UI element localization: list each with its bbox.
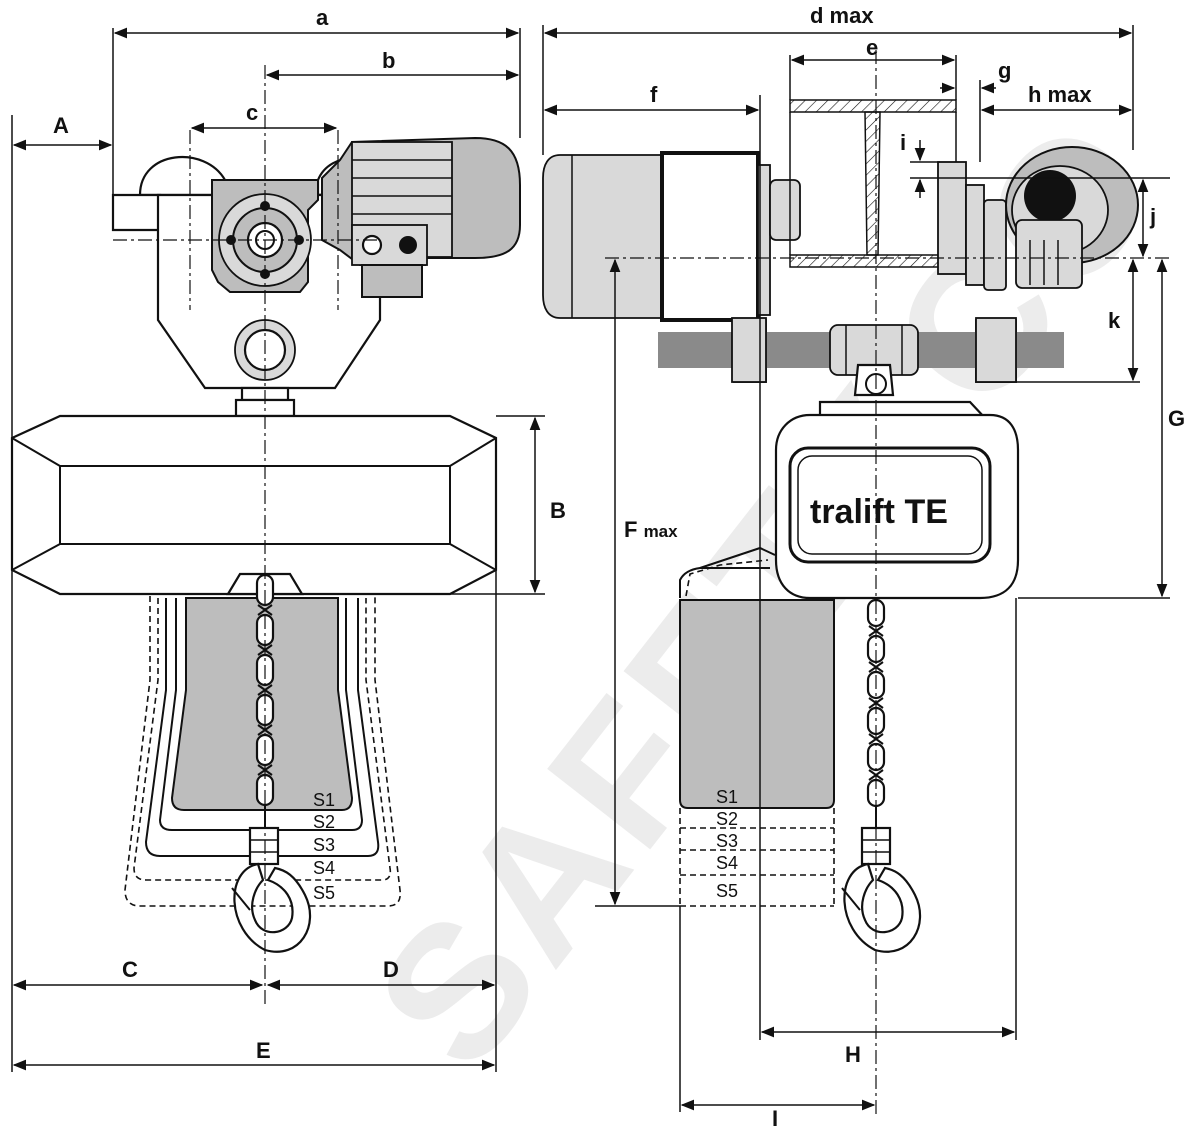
dim-k-label: k xyxy=(1108,308,1121,333)
side-label-s2: S2 xyxy=(716,809,738,829)
front-hook-block xyxy=(248,826,280,866)
side-gearbox-body xyxy=(1015,219,1083,289)
front-hook xyxy=(233,862,311,953)
dim-g-label: g xyxy=(998,58,1011,83)
side-wheel-left xyxy=(769,179,801,241)
front-label-s3: S3 xyxy=(313,835,335,855)
dim-d-label: d max xyxy=(810,3,874,28)
side-view: tralift TE S1 S2 S3 S4 S5 xyxy=(542,3,1185,1126)
dim-D-label: D xyxy=(383,957,399,982)
dim-B-label: B xyxy=(550,498,566,523)
front-hoist-housing xyxy=(10,414,498,596)
front-bag-s5-outline xyxy=(124,596,402,907)
ibeam-bottom-flange xyxy=(789,254,957,268)
side-label-s3: S3 xyxy=(716,831,738,851)
front-label-s1: S1 xyxy=(313,790,335,810)
dim-c-label: c xyxy=(246,100,258,125)
product-label: tralift TE xyxy=(810,493,948,531)
front-view: a b c A B C D E S1 S2 S3 S4 S5 xyxy=(10,5,566,1072)
front-label-s5: S5 xyxy=(313,883,335,903)
front-bag-s4-outline xyxy=(133,598,392,881)
side-hoist-body xyxy=(774,413,1020,600)
ibeam-top-flange xyxy=(789,99,957,113)
side-shaft xyxy=(1024,170,1076,222)
front-label-s2: S2 xyxy=(313,812,335,832)
dim-I-label: I xyxy=(772,1106,778,1126)
dim-G-label: G xyxy=(1168,406,1185,431)
dim-f-label: f xyxy=(650,82,658,107)
front-cable-gland xyxy=(399,236,417,254)
side-bag-s1 xyxy=(679,599,835,809)
side-label-s4: S4 xyxy=(716,853,738,873)
dim-H-label: H xyxy=(845,1042,861,1067)
side-label-plate xyxy=(788,446,992,564)
side-label-s5: S5 xyxy=(716,881,738,901)
side-hook xyxy=(843,862,921,953)
side-motor-flange xyxy=(660,151,760,322)
front-trolley-arm xyxy=(111,193,162,232)
ibeam-web xyxy=(864,111,881,256)
dim-E-label: E xyxy=(256,1038,271,1063)
dim-a-label: a xyxy=(316,5,329,30)
front-bolt-top xyxy=(260,201,270,211)
side-wheel-right xyxy=(983,199,1007,291)
dim-A-label: A xyxy=(53,113,69,138)
side-label-s1: S1 xyxy=(716,787,738,807)
dim-h-label: h max xyxy=(1028,82,1092,107)
front-motor-base xyxy=(361,264,423,298)
dim-e-label: e xyxy=(866,35,878,60)
dim-i-label: i xyxy=(900,130,906,155)
front-label-s4: S4 xyxy=(313,858,335,878)
dim-C-label: C xyxy=(122,957,138,982)
dim-j-label: j xyxy=(1149,204,1156,229)
side-travel-motor xyxy=(542,154,666,319)
dim-b-label: b xyxy=(382,48,395,73)
dim-F-label: F max xyxy=(624,517,678,542)
